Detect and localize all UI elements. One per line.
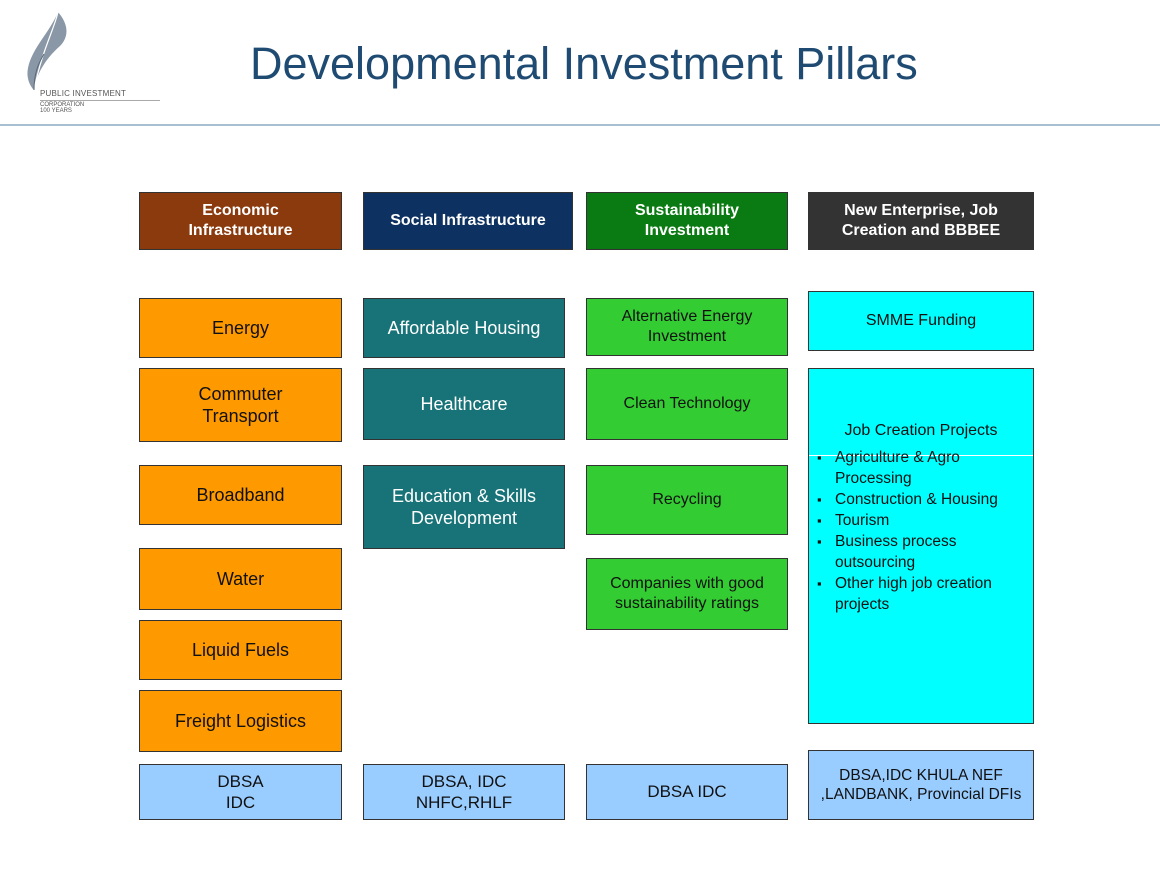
- funders-economic: DBSA IDC: [139, 764, 342, 820]
- item-affordable-housing: Affordable Housing: [363, 298, 565, 358]
- job-creation-projects: Job Creation Projects Agriculture & Agro…: [808, 368, 1034, 724]
- item-smme-funding: SMME Funding: [808, 291, 1034, 351]
- header-sustainability-investment: Sustainability Investment: [586, 192, 788, 250]
- logo-name: PUBLIC INVESTMENT: [40, 89, 127, 98]
- item-recycling: Recycling: [586, 465, 788, 535]
- item-liquid-fuels: Liquid Fuels: [139, 620, 342, 680]
- item-freight-logistics: Freight Logistics: [139, 690, 342, 752]
- header-economic-infrastructure: Economic Infrastructure: [139, 192, 342, 250]
- funders-social: DBSA, IDC NHFC,RHLF: [363, 764, 565, 820]
- list-item: Business process outsourcing: [817, 531, 1022, 573]
- pic-logo: PUBLIC INVESTMENT CORPORATION 100 YEARS: [14, 10, 164, 122]
- list-item: Construction & Housing: [817, 489, 1022, 510]
- item-healthcare: Healthcare: [363, 368, 565, 440]
- job-creation-title: Job Creation Projects: [844, 422, 998, 439]
- page-title: Developmental Investment Pillars: [250, 38, 918, 89]
- item-commuter-transport: Commuter Transport: [139, 368, 342, 442]
- item-energy: Energy: [139, 298, 342, 358]
- funders-enterprise: DBSA,IDC KHULA NEF ,LANDBANK, Provincial…: [808, 750, 1034, 820]
- list-item: Agriculture & Agro Processing: [817, 447, 1022, 489]
- logo-years: 100 YEARS: [40, 108, 72, 115]
- quill-icon: [27, 11, 67, 91]
- item-alternative-energy: Alternative Energy Investment: [586, 298, 788, 356]
- list-item: Tourism: [817, 510, 1022, 531]
- funders-sustainability: DBSA IDC: [586, 764, 788, 820]
- item-sustainability-ratings: Companies with good sustainability ratin…: [586, 558, 788, 630]
- header-social-infrastructure: Social Infrastructure: [363, 192, 573, 250]
- item-broadband: Broadband: [139, 465, 342, 525]
- title-divider: [0, 124, 1160, 126]
- item-water: Water: [139, 548, 342, 610]
- logo-sub: CORPORATION: [40, 99, 160, 109]
- item-education-skills: Education & Skills Development: [363, 465, 565, 549]
- header-new-enterprise: New Enterprise, Job Creation and BBBEE: [808, 192, 1034, 250]
- item-clean-technology: Clean Technology: [586, 368, 788, 440]
- job-creation-list: Agriculture & Agro Processing Constructi…: [817, 447, 1022, 615]
- list-item: Other high job creation projects: [817, 573, 1022, 615]
